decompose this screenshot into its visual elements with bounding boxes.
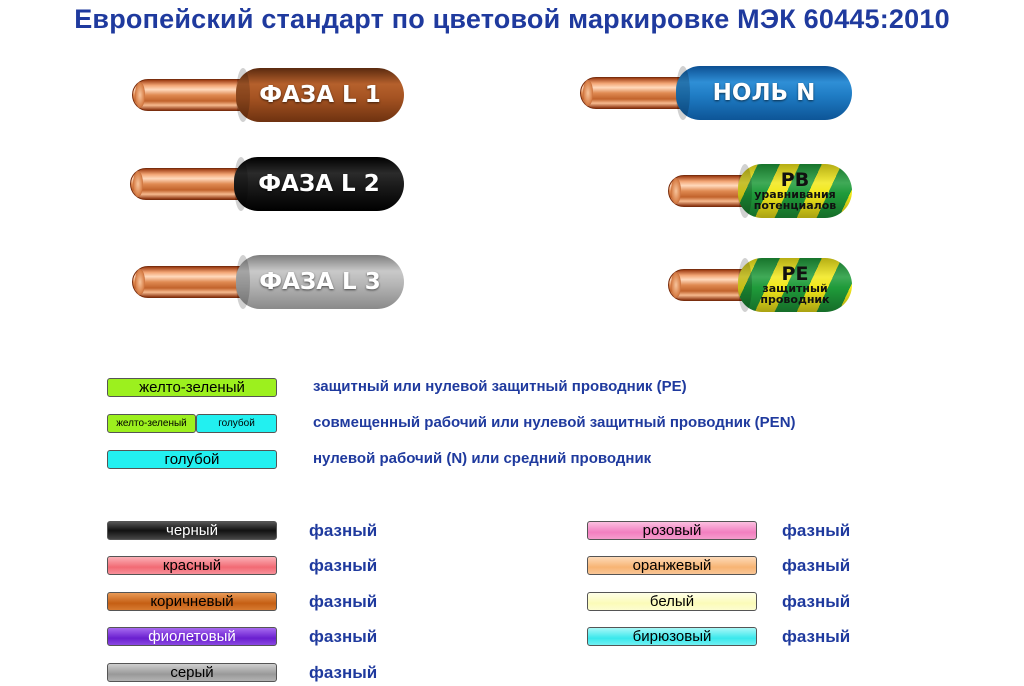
insulation-yellow-green: PE защитный проводник: [738, 258, 852, 312]
insulation-yellow-green: PB уравнивания потенциалов: [738, 164, 852, 218]
phase-label: фазный: [782, 592, 851, 611]
swatch-blue-half: голубой: [196, 414, 277, 433]
swatch-blue: голубой: [107, 450, 277, 469]
swatch-white: белый: [587, 592, 757, 611]
swatch-brown: коричневый: [107, 592, 277, 611]
phase-label: фазный: [309, 521, 378, 540]
wire-potential-equalization: PB уравнивания потенциалов: [668, 164, 852, 218]
swatch-yellow-green: желто-зеленый: [107, 378, 277, 397]
wire-label: ФАЗА L 2: [258, 171, 380, 197]
wire-sublabel: проводник: [760, 293, 830, 306]
phase-label: фазный: [782, 627, 851, 646]
copper-core: [130, 168, 252, 200]
wire-phase-l2: ФАЗА L 2: [130, 157, 404, 211]
wire-label: PE: [781, 263, 809, 285]
swatch-black: черный: [107, 521, 277, 540]
phase-label: фазный: [309, 627, 378, 646]
swatch-turquoise: бирюзовый: [587, 627, 757, 646]
swatch-violet: фиолетовый: [107, 627, 277, 646]
insulation-grey: ФАЗА L 3: [236, 255, 404, 309]
copper-core: [132, 266, 252, 298]
phase-label: фазный: [309, 592, 378, 611]
phase-label: фазный: [782, 521, 851, 540]
wire-sublabel: потенциалов: [753, 199, 837, 212]
insulation-blue: НОЛЬ N: [676, 66, 852, 120]
insulation-brown: ФАЗА L 1: [236, 68, 404, 122]
wire-phase-l3: ФАЗА L 3: [132, 255, 404, 309]
wire-sublabel: защитный: [762, 282, 828, 295]
legend-desc-pen: совмещенный рабочий или нулевой защитный…: [313, 414, 796, 431]
swatch-yellow-green-half: желто-зеленый: [107, 414, 196, 433]
swatch-pink: розовый: [587, 521, 757, 540]
phase-label: фазный: [309, 663, 378, 682]
legend-desc-n: нулевой рабочий (N) или средний проводни…: [313, 450, 652, 467]
insulation-black: ФАЗА L 2: [234, 157, 404, 211]
swatch-red: красный: [107, 556, 277, 575]
legend-desc-pe: защитный или нулевой защитный проводник …: [313, 378, 687, 395]
phase-label: фазный: [782, 556, 851, 575]
swatch-grey: серый: [107, 663, 277, 682]
wire-label: ФАЗА L 3: [259, 269, 381, 295]
wire-phase-l1: ФАЗА L 1: [132, 68, 404, 122]
wire-protective-earth: PE защитный проводник: [668, 258, 852, 312]
page-title: Европейский стандарт по цветовой маркиро…: [74, 4, 950, 34]
swatch-orange: оранжевый: [587, 556, 757, 575]
wire-label: ФАЗА L 1: [259, 82, 381, 108]
wire-sublabel: уравнивания: [754, 188, 836, 201]
wire-label: НОЛЬ N: [712, 80, 816, 106]
wire-label: PB: [780, 169, 810, 191]
wire-neutral: НОЛЬ N: [580, 66, 852, 120]
copper-core: [132, 79, 252, 111]
phase-label: фазный: [309, 556, 378, 575]
